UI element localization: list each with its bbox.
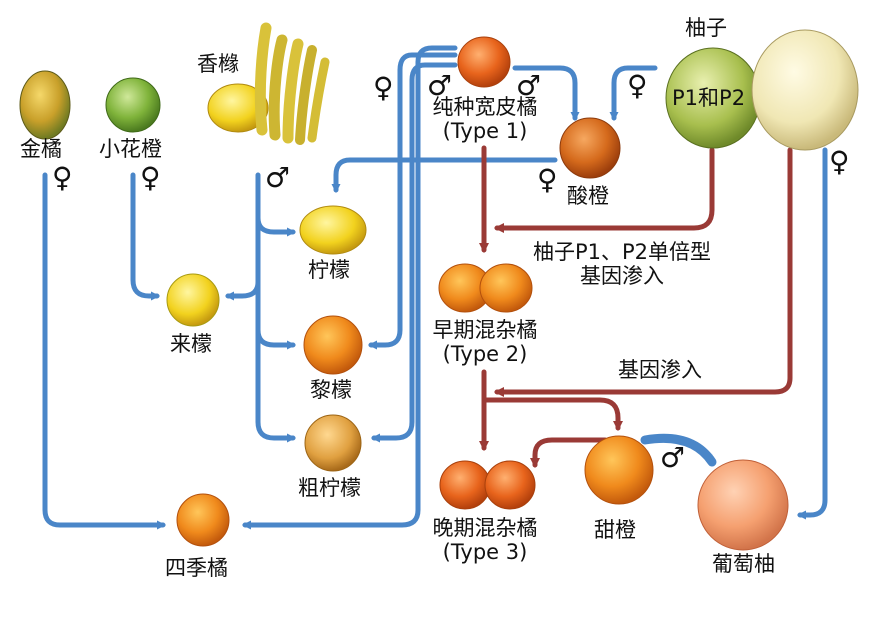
- label-sour-orange: 酸橙: [567, 184, 609, 208]
- sour-orange-fruit: [559, 117, 621, 179]
- arrow-pomelo-to-sour-orange: [609, 65, 658, 121]
- male-symbol-mandarin-left: ♂: [427, 69, 453, 102]
- label-lime: 来檬: [170, 332, 212, 356]
- kumquat-fruit: [19, 70, 71, 140]
- female-symbol-microcitrus: ♀: [140, 161, 161, 194]
- sweet-orange-fruit: [584, 435, 654, 505]
- calamondin-fruit: [176, 493, 230, 547]
- arrow-citron-to-lime: [225, 279, 261, 301]
- label-citron: 香橼: [197, 52, 239, 76]
- label-grapefruit: 葡萄柚: [712, 552, 775, 576]
- label-mandarin-line2: (Type 1): [442, 119, 528, 144]
- female-symbol-mandarin-left: ♀: [373, 71, 394, 104]
- arrow-citron-to-rough-lemon: [255, 327, 296, 350]
- mandarin-fruit: [457, 36, 511, 88]
- male-symbol-sweet-orange: ♂: [660, 441, 686, 474]
- female-symbol-kumquat: ♀: [52, 161, 73, 194]
- citron-fruit: [207, 22, 330, 145]
- label-intro-line2: 基因渗入: [580, 264, 664, 289]
- lemon-fruit: [299, 205, 367, 255]
- label-early-mandarin: 早期混杂橘 (Type 2): [420, 318, 550, 366]
- male-symbol-citron: ♂: [265, 161, 291, 194]
- arrow-sweet-orange-to-grapefruit: [640, 433, 717, 467]
- arrow-sweet-to-late: [530, 437, 608, 468]
- arrow-kumquat-to-calamondin: [42, 172, 166, 530]
- label-early-line1: 早期混杂橘: [432, 318, 538, 342]
- arrow-mandarin-to-calamondin: [242, 45, 458, 530]
- label-rough-lemon2: 粗柠檬: [298, 476, 361, 500]
- label-calamondin: 四季橘: [165, 556, 228, 580]
- arrow-mandarin-to-sour-orange: [512, 65, 580, 121]
- early-mandarin-fruit-2: [479, 263, 533, 313]
- label-early-line2: (Type 2): [442, 342, 528, 367]
- late-mandarin-fruit-1: [439, 460, 491, 510]
- label-late-line2: (Type 3): [442, 540, 528, 565]
- rough-lemon-fruit: [303, 315, 363, 375]
- red-arrows: [479, 145, 793, 468]
- female-symbol-pomelo: ♀: [627, 69, 648, 102]
- label-pomelo-single-introgression: 柚子P1、P2单倍型 基因渗入: [512, 240, 732, 288]
- arrow-sour-orange-to-lemon: [331, 157, 558, 193]
- citron-trunk: [255, 172, 296, 443]
- label-intro-line1: 柚子P1、P2单倍型: [532, 240, 712, 264]
- late-mandarin-fruit-2: [484, 460, 536, 510]
- arrow-microcitrus-to-lime: [130, 172, 160, 301]
- pomelo-fruit-white: [751, 29, 859, 151]
- rough-lemon2-fruit: [304, 414, 362, 472]
- arrow-citron-to-lemon: [255, 215, 296, 237]
- arrow-pomelo-introgression-2: [494, 147, 793, 397]
- arrow-mandarin-to-rough-lemon: [368, 52, 458, 350]
- microcitrus-fruit: [105, 77, 161, 133]
- label-late-line1: 晚期混杂橘: [432, 516, 538, 540]
- blue-arrows: [42, 45, 828, 530]
- label-microcitrus: 小花橙: [99, 137, 162, 161]
- male-symbol-mandarin-right: ♂: [516, 69, 542, 102]
- arrow-early-to-sweet: [481, 397, 623, 431]
- label-sweet-orange: 甜橙: [594, 518, 636, 542]
- label-pomelo-p1p2: P1和P2: [672, 86, 746, 110]
- female-symbol-sour-orange: ♀: [537, 163, 558, 196]
- label-rough-lemon: 黎檬: [310, 378, 352, 402]
- arrow-pomelo-to-grapefruit: [797, 147, 828, 520]
- label-kumquat: 金橘: [20, 137, 62, 161]
- label-pomelo: 柚子: [685, 16, 727, 40]
- label-introgression: 基因渗入: [618, 358, 702, 382]
- grapefruit-fruit: [697, 459, 789, 551]
- female-symbol-grapefruit-line: ♀: [829, 145, 850, 178]
- arrow-pomelo-introgression-1: [494, 147, 715, 233]
- lime-fruit: [166, 273, 220, 327]
- label-mandarin-line1: 纯种宽皮橘: [432, 95, 538, 119]
- label-mandarin: 纯种宽皮橘 (Type 1): [420, 95, 550, 143]
- label-lemon: 柠檬: [308, 258, 350, 282]
- label-late-mandarin: 晚期混杂橘 (Type 3): [420, 516, 550, 564]
